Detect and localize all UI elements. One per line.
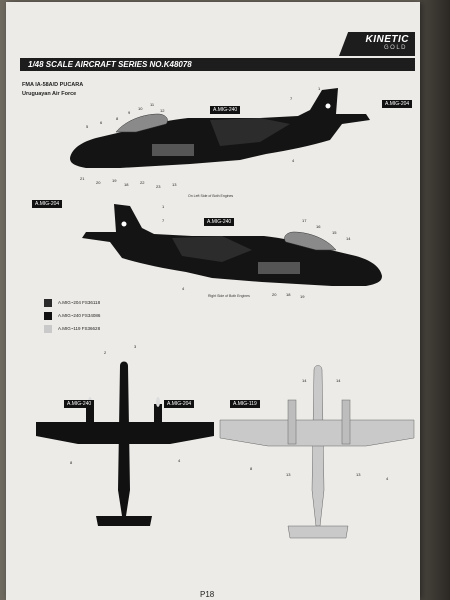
svg-text:14: 14 [302,378,307,383]
svg-text:14: 14 [336,378,341,383]
svg-text:20: 20 [96,180,101,185]
svg-text:23: 23 [156,184,161,189]
camo-patch-left [210,118,290,146]
svg-text:20: 20 [272,292,277,297]
canopy-left [115,113,168,133]
svg-text:3: 3 [134,344,137,349]
svg-text:18: 18 [286,292,291,297]
tag-mig204-top-view: A.MIG-204 [164,400,195,408]
logo-main-text: KINETIC [365,34,409,45]
svg-text:4: 4 [178,458,181,463]
legend-label: A.MIG~204 FS36118 [58,300,101,305]
svg-text:22: 22 [140,180,145,185]
legend-label: A.MIG~119 FS36628 [58,326,101,331]
instruction-sheet: KINETIC GOLD 1/48 SCALE AIRCRAFT SERIES … [6,2,420,600]
wing-top [36,422,214,444]
svg-text:8: 8 [116,116,119,121]
engine-left [86,404,94,428]
wing-bottom [219,419,415,447]
svg-text:13: 13 [172,182,177,187]
legend-swatch [44,312,52,320]
svg-text:1: 1 [162,204,165,209]
tailplane-bottom [287,525,349,539]
engine-right-bottom [341,399,351,445]
tag-mig240-top: A.MIG-240 [210,106,241,114]
svg-text:21: 21 [80,176,85,181]
engine-right [154,404,162,428]
svg-text:15: 15 [332,230,337,235]
series-banner: 1/48 SCALE AIRCRAFT SERIES NO.K48078 [20,58,415,71]
svg-text:19: 19 [112,178,117,183]
air-force-name: Uruguayan Air Force [22,91,77,97]
logo-sub-text: GOLD [383,45,407,51]
legend-swatch [44,325,52,333]
model-name: FMA IA-58A/D PUCARA [22,82,84,88]
svg-text:13: 13 [286,472,291,477]
svg-text:9: 9 [128,110,131,115]
svg-text:16: 16 [316,224,321,229]
svg-text:4: 4 [292,158,295,163]
tag-mig204-mid: A.MIG-204 [32,200,63,208]
roundel-tail-right [121,221,127,227]
note-left-side: On Left Side of Both Engines [188,194,234,198]
svg-text:2: 2 [104,350,107,355]
engine-nacelle-left [152,144,194,156]
svg-text:10: 10 [138,106,143,111]
bottom-view-light: 14 14 8 13 13 4 [219,365,415,539]
page-number: P18 [200,590,215,599]
left-side-profile: 1 7 5 6 8 9 10 11 12 21 20 19 18 22 23 4… [70,86,370,189]
svg-text:8: 8 [250,466,253,471]
svg-text:4: 4 [182,286,185,291]
camo-patch-right [172,236,252,262]
svg-text:7: 7 [162,218,165,223]
roundel-tail-left [325,103,331,109]
engine-nacelle-right [258,262,300,274]
tag-mig240-mid: A.MIG-240 [204,218,235,226]
prop-spinner-right [156,397,160,407]
svg-text:12: 12 [160,108,165,113]
svg-text:4: 4 [386,476,389,481]
svg-text:13: 13 [356,472,361,477]
svg-text:5: 5 [86,124,89,129]
tag-mig240-top-view: A.MIG-240 [64,400,95,408]
legend-label: A.MIG~240 FS34086 [58,313,101,318]
svg-text:19: 19 [300,294,305,299]
top-view-dark: 2 3 8 4 [36,344,214,526]
legend-swatch [44,299,52,307]
svg-text:1: 1 [318,86,321,91]
svg-text:18: 18 [124,182,129,187]
svg-text:6: 6 [100,120,103,125]
engine-left-bottom [287,399,297,445]
note-right-side: Right Side of Both Engines [208,294,250,298]
tag-mig119-bottom-view: A.MIG-119 [230,400,260,408]
svg-text:11: 11 [150,102,155,107]
kinetic-logo: KINETIC GOLD [339,32,415,56]
svg-text:14: 14 [346,236,351,241]
tag-mig204-top: A.MIG-204 [382,100,413,108]
background-edge [420,0,450,600]
svg-text:8: 8 [70,460,73,465]
svg-text:17: 17 [302,218,307,223]
canopy-right [284,231,337,251]
svg-text:7: 7 [290,96,293,101]
tailplane-top [96,516,152,526]
right-side-profile: 1 7 17 16 15 14 4 20 18 19 [82,204,382,299]
